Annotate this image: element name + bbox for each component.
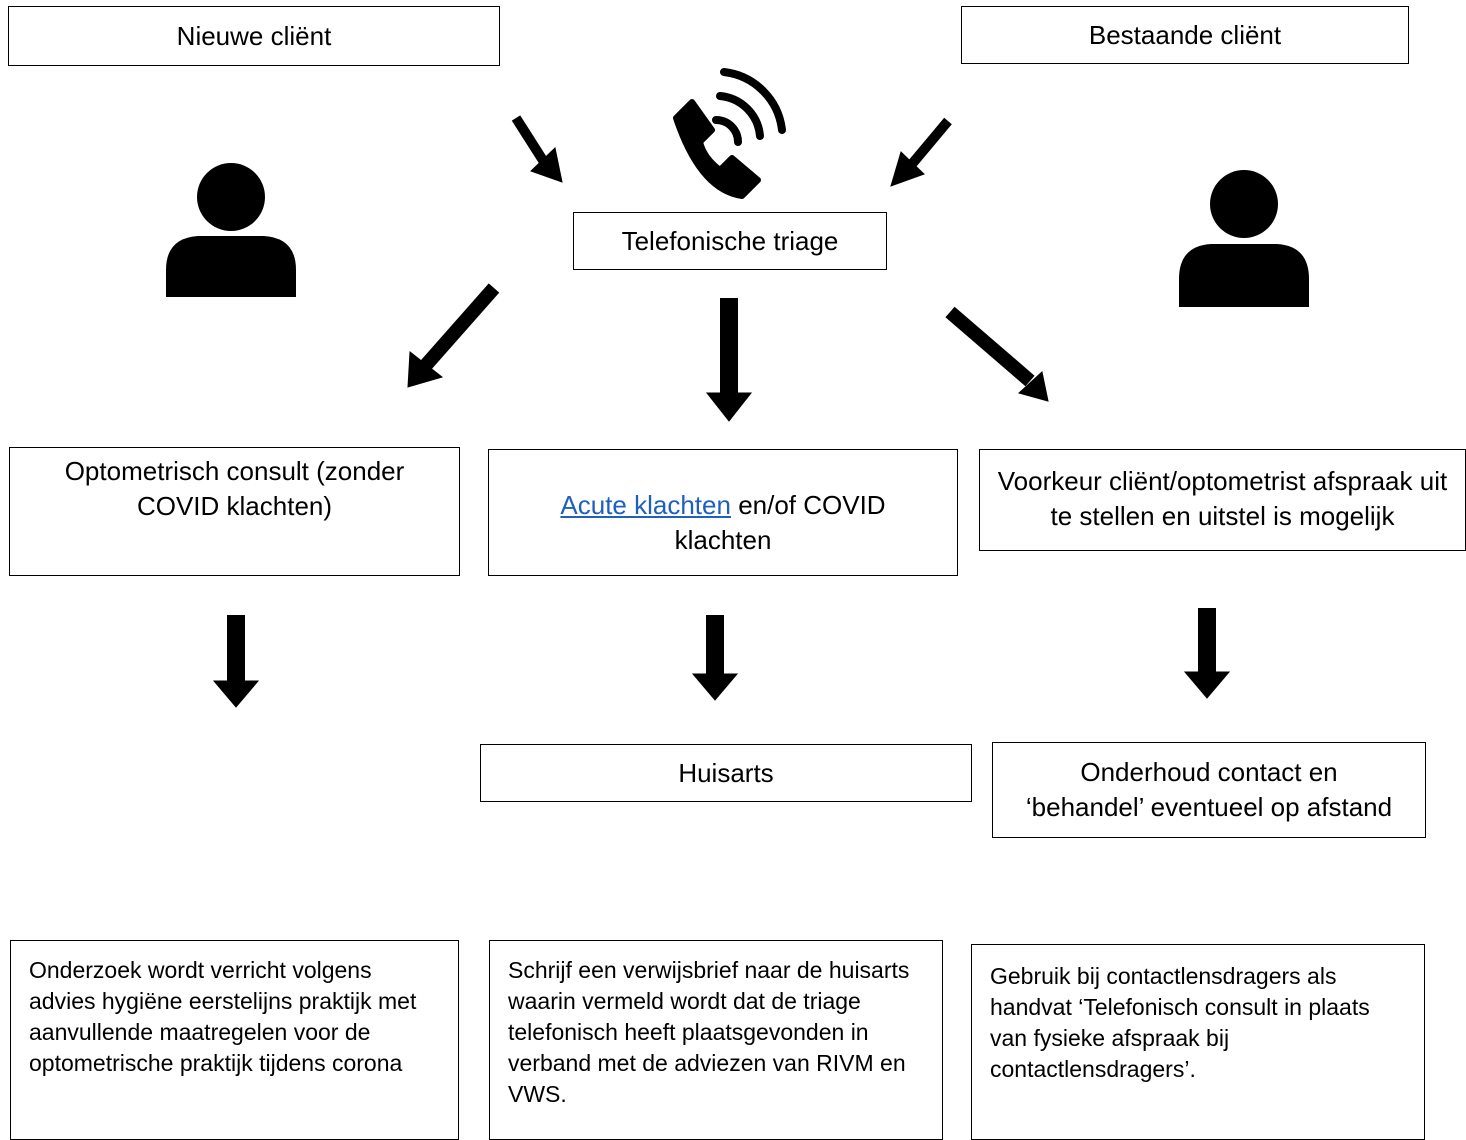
existing-client-box: Bestaande cliënt [961, 6, 1409, 64]
gp-note-text: Schrijf een verwijsbrief naar de huisart… [508, 957, 910, 1107]
remote-note-box: Gebruik bij contactlensdragers als handv… [971, 944, 1425, 1140]
person-icon-new-client [166, 163, 296, 297]
consult-box: Optometrisch consult (zonder COVID klach… [9, 447, 460, 576]
huisarts-label: Huisarts [678, 757, 774, 788]
postpone-label: Voorkeur cliënt/optometrist afspraak uit… [997, 466, 1448, 531]
triage-label: Telefonische triage [621, 225, 839, 256]
consult-label: Optometrisch consult (zonder COVID klach… [64, 456, 405, 521]
arrow-existing-to-triage [890, 117, 952, 187]
arrow-acute-to-huisarts [691, 615, 739, 701]
new-client-box: Nieuwe cliënt [8, 6, 500, 66]
arrow-consult-down [212, 615, 260, 708]
arrow-postpone-to-remote [1183, 608, 1231, 699]
person-icon-existing-client [1179, 170, 1309, 307]
triage-box: Telefonische triage [573, 212, 887, 270]
new-client-label: Nieuwe cliënt [176, 20, 332, 51]
arrow-triage-to-consult [407, 283, 500, 388]
remote-note-text: Gebruik bij contactlensdragers als handv… [990, 963, 1370, 1082]
consult-note-text: Onderzoek wordt verricht volgens advies … [29, 957, 417, 1076]
existing-client-label: Bestaande cliënt [1088, 19, 1282, 50]
consult-note-box: Onderzoek wordt verricht volgens advies … [10, 940, 459, 1140]
remote-box: Onderhoud contact en ‘behandel’ eventuee… [992, 742, 1426, 838]
acute-complaints-link[interactable]: Acute klachten [560, 489, 731, 520]
remote-label: Onderhoud contact en ‘behandel’ eventuee… [1025, 757, 1393, 822]
phone-icon [673, 68, 786, 199]
arrow-triage-to-acute [705, 298, 753, 422]
postpone-box: Voorkeur cliënt/optometrist afspraak uit… [979, 449, 1466, 551]
arrow-triage-to-postpone [945, 306, 1049, 402]
gp-note-box: Schrijf een verwijsbrief naar de huisart… [489, 940, 943, 1140]
arrow-new-to-triage [511, 115, 563, 183]
acute-label: Acute klachten en/of COVID klachten [529, 488, 917, 558]
acute-label-rest: en/of COVID klachten [674, 489, 886, 555]
huisarts-box: Huisarts [480, 744, 972, 802]
arrows [212, 115, 1231, 708]
acute-box: Acute klachten en/of COVID klachten [488, 449, 958, 576]
